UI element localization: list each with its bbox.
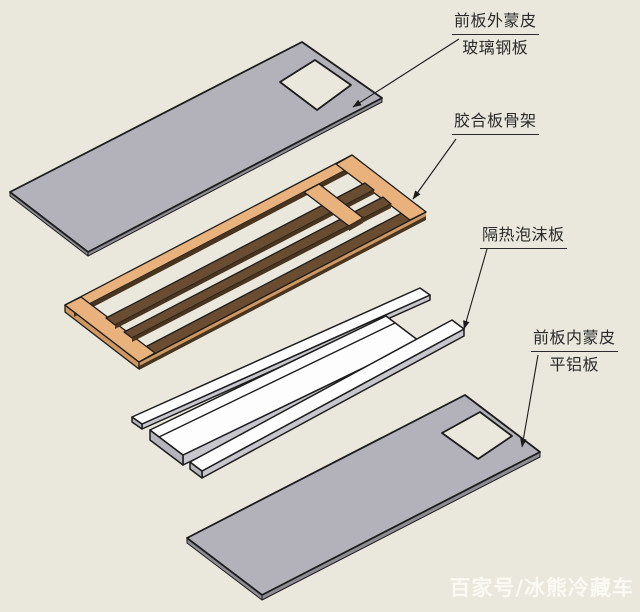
leader-inner-skin xyxy=(520,354,539,448)
label-outer-skin-line2: 玻璃钢板 xyxy=(462,38,529,58)
leader-frame xyxy=(412,138,457,200)
leader-foam xyxy=(463,248,488,330)
frame-left-cap xyxy=(64,296,156,363)
frame-near-edge-dark xyxy=(139,216,426,370)
outer-skin-top-face xyxy=(9,41,383,253)
frame-near-edge-tan xyxy=(139,212,426,366)
foam-boards xyxy=(131,287,465,479)
label-inner-skin-line2: 平铝板 xyxy=(549,355,600,375)
leader-outer-skin xyxy=(352,38,460,108)
label-foam-line1: 隔热泡沫板 xyxy=(480,225,567,250)
inner-skin-top-face xyxy=(186,394,541,596)
frame-cross-member-face xyxy=(349,218,363,231)
label-inner-skin-line1: 前板内蒙皮 xyxy=(531,328,618,353)
foam-strip-back xyxy=(131,287,431,430)
leader-lines xyxy=(352,38,539,448)
label-frame: 胶合板骨架 xyxy=(452,111,539,136)
frame-mid-rail-1-face xyxy=(115,190,374,329)
plywood-frame xyxy=(64,154,427,370)
frame-mid-rail-2-face xyxy=(132,204,391,342)
foam-strip-back-top xyxy=(131,287,431,425)
foam-board-seam xyxy=(158,322,396,438)
label-frame-line1: 胶合板骨架 xyxy=(452,111,539,136)
watermark-text: 百家号/冰熊冷藏车 xyxy=(449,576,634,600)
label-foam: 隔热泡沫板 xyxy=(480,225,567,250)
label-outer-skin-line1: 前板外蒙皮 xyxy=(452,11,539,36)
outer-skin-panel xyxy=(9,41,383,257)
label-outer-skin: 前板外蒙皮 玻璃钢板 xyxy=(452,11,539,58)
label-inner-skin: 前板内蒙皮 平铝板 xyxy=(531,328,618,375)
inner-skin-panel xyxy=(186,394,541,601)
frame-far-rail-inner-face xyxy=(74,162,361,317)
